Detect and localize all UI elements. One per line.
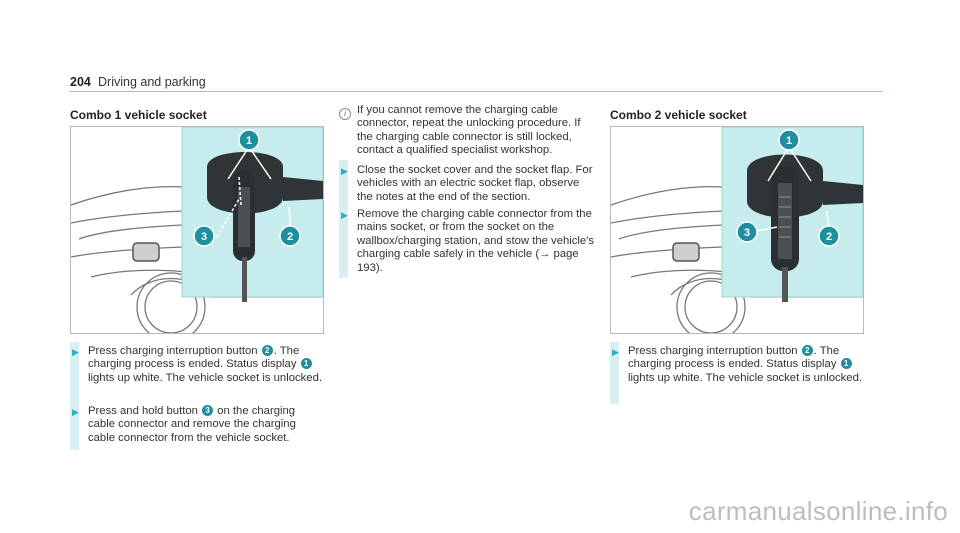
step-bar <box>339 160 348 278</box>
step-arrow-icon: ▶ <box>72 347 79 357</box>
callout-1: 1 <box>238 129 260 151</box>
step-arrow-icon: ▶ <box>612 347 619 357</box>
page-number: 204 <box>70 75 91 89</box>
section-title: Driving and parking <box>98 75 206 89</box>
combo1-step-2: Press and hold button 3 on the charging … <box>88 405 296 444</box>
button-3-badge: 3 <box>202 405 214 416</box>
combo1-step-1: Press charging interruption button 2. Th… <box>88 345 323 384</box>
step-arrow-icon: ▶ <box>341 210 348 220</box>
svg-text:3: 3 <box>201 231 207 243</box>
header-rule <box>70 91 882 92</box>
callout-3: 3 <box>736 221 758 243</box>
charging-flap-icon <box>132 242 160 262</box>
combo1-title: Combo 1 vehicle socket <box>70 108 207 122</box>
callout-3: 3 <box>193 225 215 247</box>
svg-text:3: 3 <box>744 227 750 239</box>
button-2-badge: 2 <box>801 345 813 356</box>
callout-1: 1 <box>778 129 800 151</box>
display-1-badge: 1 <box>840 358 852 370</box>
svg-text:1: 1 <box>786 135 792 147</box>
charging-flap-icon <box>672 242 700 262</box>
svg-text:2: 2 <box>287 231 293 243</box>
step-bar <box>610 342 619 404</box>
middle-step-1: Close the socket cover and the socket fl… <box>357 164 593 203</box>
display-1-badge: 1 <box>300 358 312 370</box>
combo2-figure: 1 2 3 <box>610 126 864 334</box>
step-arrow-icon: ▶ <box>341 166 348 176</box>
combo2-title: Combo 2 vehicle socket <box>610 108 747 122</box>
combo1-figure: 1 2 3 <box>70 126 324 334</box>
info-icon: i <box>339 108 351 120</box>
step-bar <box>70 342 79 450</box>
socket-icon <box>207 152 323 302</box>
info-note: If you cannot remove the charging cable … <box>357 104 581 157</box>
button-2-badge: 2 <box>261 345 273 356</box>
callout-2: 2 <box>279 225 301 247</box>
svg-text:1: 1 <box>246 135 252 147</box>
combo2-step-1: Press charging interruption button 2. Th… <box>628 345 863 384</box>
middle-step-2: Remove the charging cable connector from… <box>357 208 595 274</box>
watermark: carmanualsonline.info <box>688 496 948 526</box>
step-arrow-icon: ▶ <box>72 407 79 417</box>
svg-text:2: 2 <box>826 231 832 243</box>
page-reference-link[interactable]: (→ page 193). <box>357 248 579 274</box>
callout-2: 2 <box>818 225 840 247</box>
